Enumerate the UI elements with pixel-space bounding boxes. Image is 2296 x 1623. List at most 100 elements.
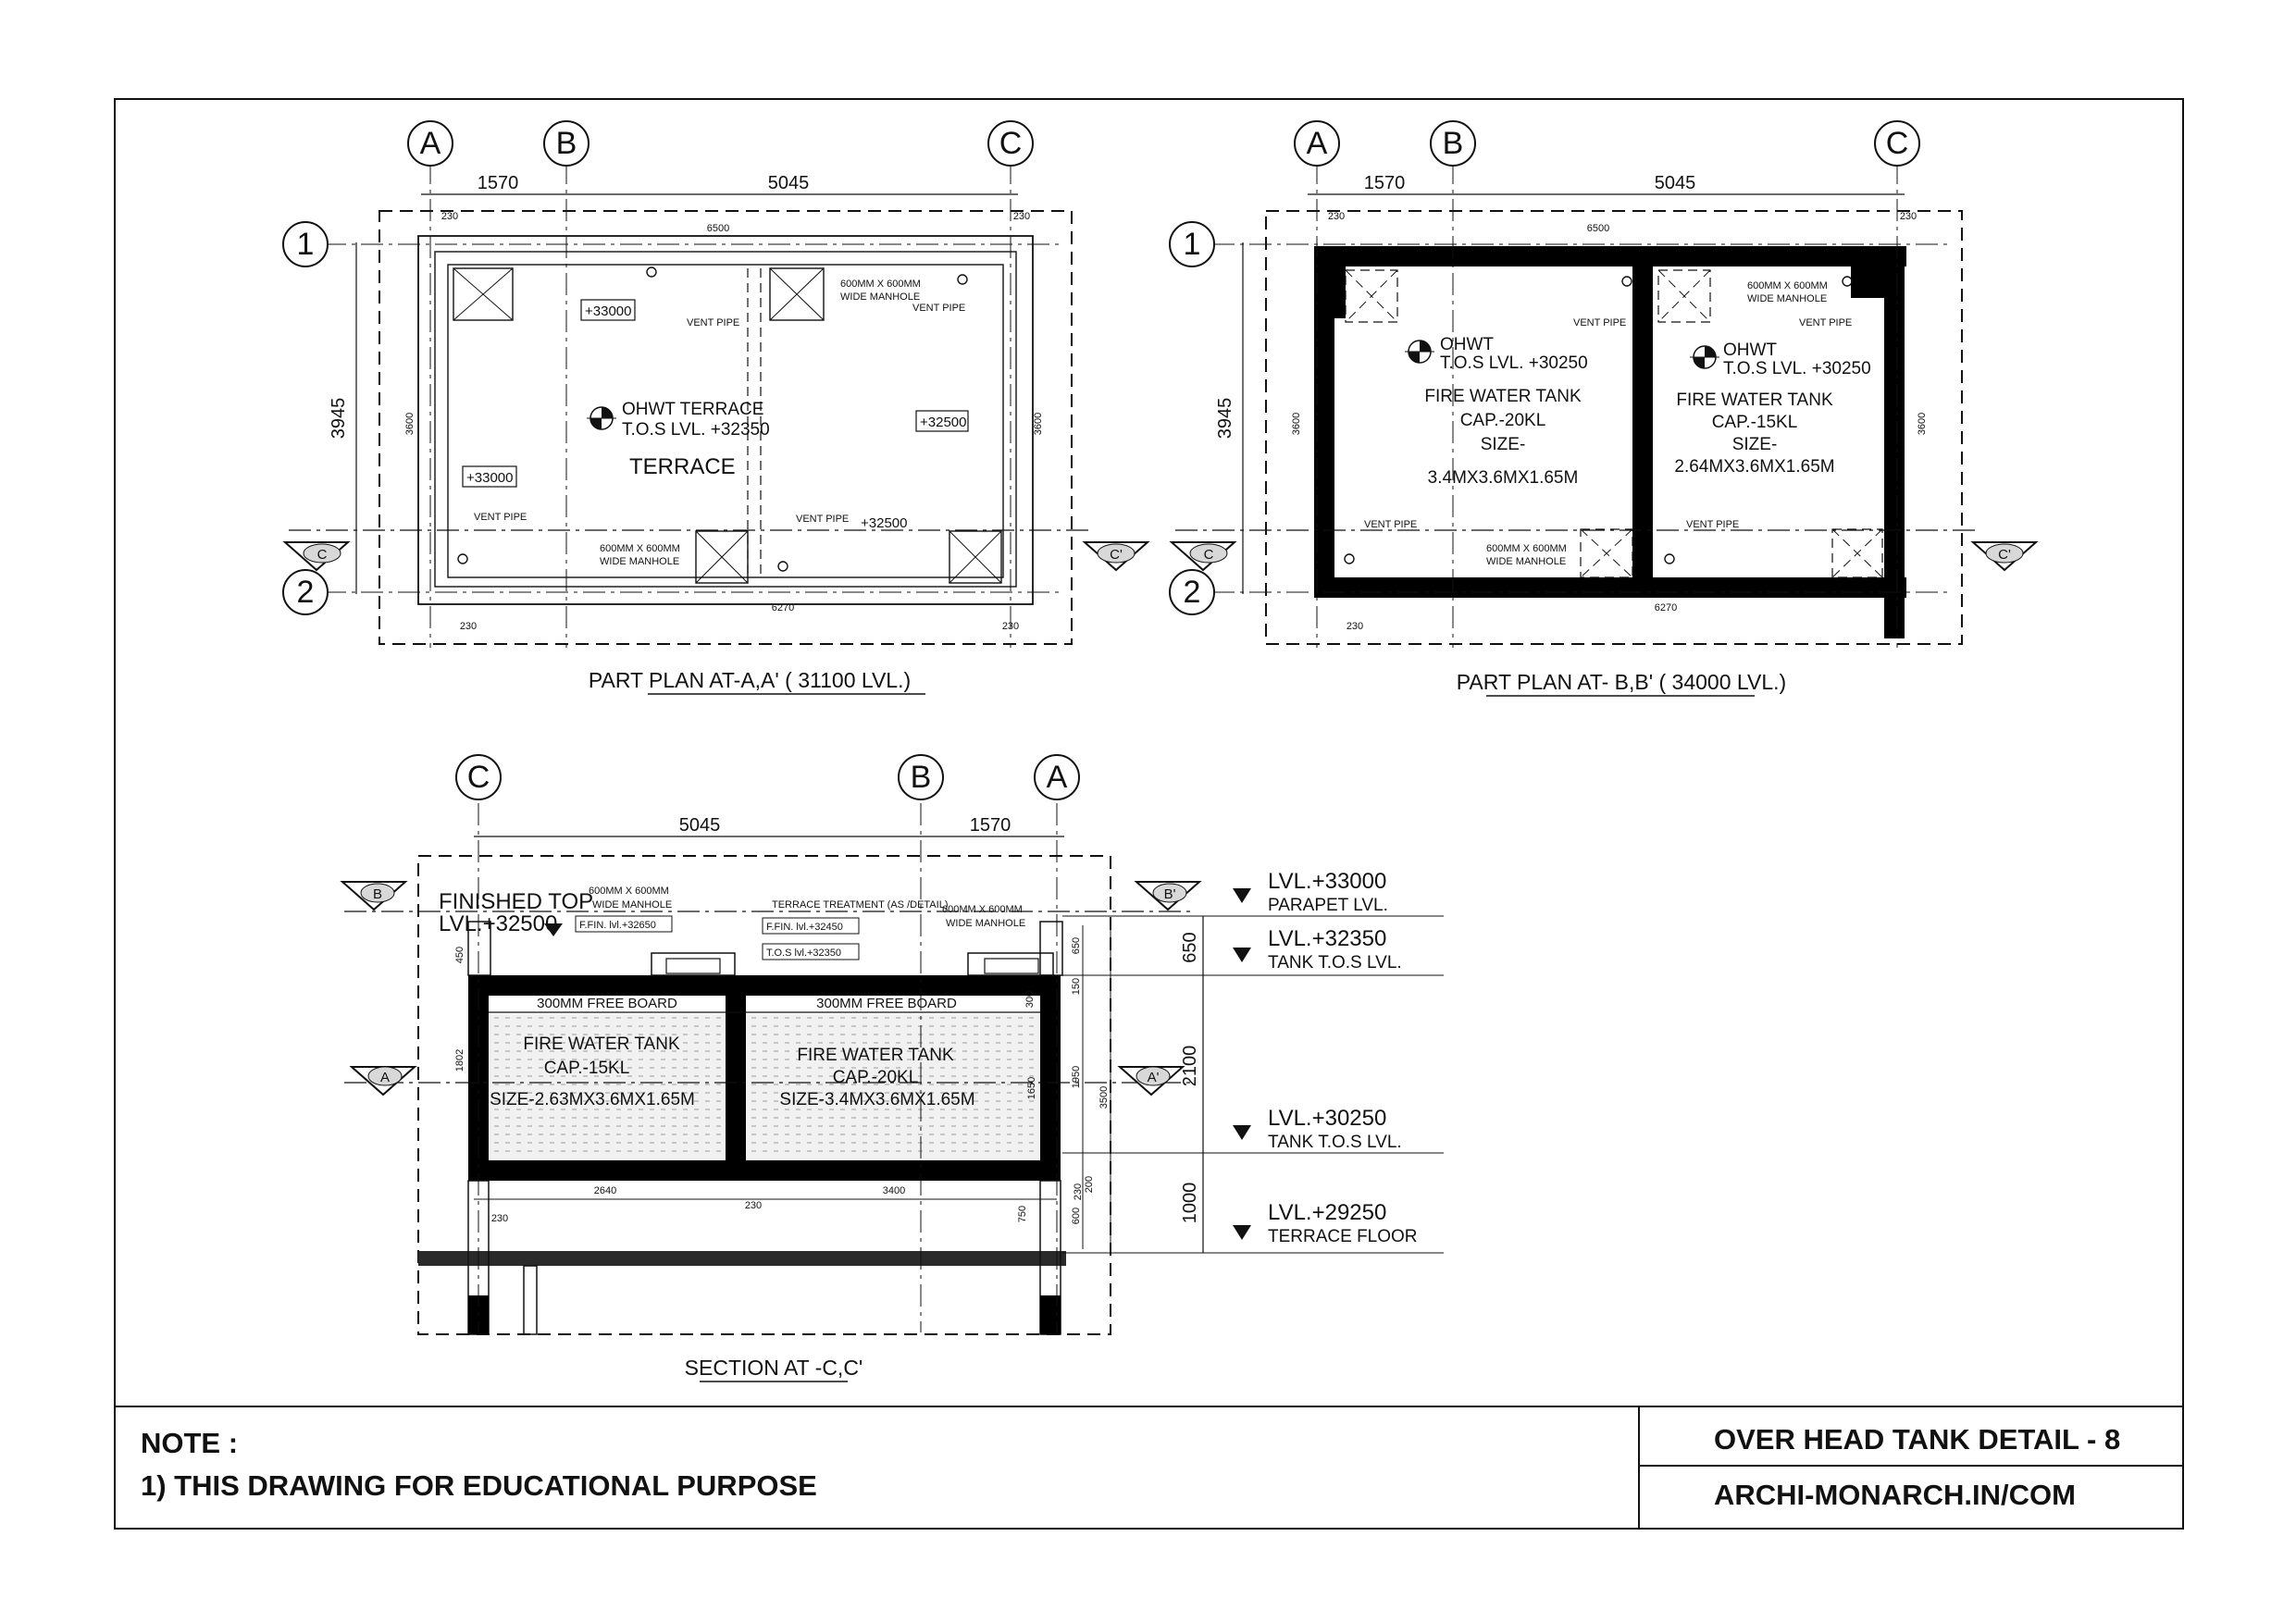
plan1-section-marker-c-prime: C' bbox=[1082, 541, 1150, 572]
plan2-tank1-size-label: SIZE- bbox=[1481, 435, 1526, 454]
svg-text:C: C bbox=[317, 547, 328, 563]
plan2-dim-230-a: 230 bbox=[1328, 211, 1345, 222]
plan1-dim-6270: 6270 bbox=[772, 602, 794, 613]
section-parapet-left bbox=[467, 921, 491, 976]
plan2-vent-2: VENT PIPE bbox=[1686, 519, 1739, 530]
section-tank-left-cap: CAP.-15KL bbox=[544, 1059, 630, 1078]
section-manhole-left-frame bbox=[651, 952, 736, 976]
section-ffin-32450-box bbox=[762, 917, 860, 935]
section-dim-650: 650 bbox=[1180, 932, 1200, 962]
plan1-terrace-lvl: T.O.S LVL. +32350 bbox=[622, 420, 770, 440]
plan1-lvl-32500-b: +32500 bbox=[861, 515, 907, 531]
plan2-ohwt-1: OHWT bbox=[1440, 335, 1494, 354]
section-marker-b-prime: B' bbox=[1134, 881, 1202, 911]
svg-text:1: 1 bbox=[1184, 227, 1201, 262]
plan2-tos-2: T.O.S LVL. +30250 bbox=[1723, 359, 1871, 378]
plan1-manhole-1 bbox=[453, 267, 514, 321]
plan1-lvl-32500-a: +32500 bbox=[920, 415, 966, 430]
section-manhole-right-lid bbox=[984, 958, 1039, 974]
section-level-arrows bbox=[544, 888, 1251, 1240]
plan2-tank2-cap: CAP.-15KL bbox=[1712, 413, 1798, 432]
section-tank-left-size: SIZE-2.63MX3.6MX1.65M bbox=[490, 1090, 695, 1109]
section-lvl-29250-label: TERRACE FLOOR bbox=[1268, 1227, 1418, 1246]
plan1-dim-230-c: 230 bbox=[460, 621, 477, 632]
plan1-caption: PART PLAN AT-A,A' ( 31100 LVL.) bbox=[589, 668, 911, 692]
section-level-lines bbox=[1062, 915, 1444, 1254]
plan2-dim-5045: 5045 bbox=[1655, 173, 1696, 193]
plan2-grid-bubble-a: A bbox=[1294, 120, 1340, 167]
svg-text:B: B bbox=[373, 886, 382, 902]
section-lvl-29250: LVL.+29250 bbox=[1268, 1200, 1386, 1225]
plan2-dim-6270: 6270 bbox=[1655, 602, 1677, 613]
plan1-manhole-3 bbox=[695, 530, 749, 584]
plan1-manhole-note-2b: WIDE MANHOLE bbox=[600, 556, 679, 567]
plan2-vent-4: VENT PIPE bbox=[1799, 317, 1852, 328]
plan1-vent-pipes bbox=[457, 266, 968, 572]
svg-text:B: B bbox=[556, 126, 577, 161]
section-marker-a-prime: A' bbox=[1117, 1066, 1185, 1096]
plan1-vent-1: VENT PIPE bbox=[687, 317, 739, 328]
plan1-dim-6500: 6500 bbox=[707, 223, 729, 234]
plan2-grid-bubble-b: B bbox=[1430, 120, 1476, 167]
plan1-manhole-4 bbox=[949, 530, 1002, 584]
svg-text:A: A bbox=[420, 126, 441, 161]
section-dim-750: 750 bbox=[1017, 1206, 1028, 1222]
section-dim-150: 150 bbox=[1071, 978, 1082, 995]
plan1-dim-1570: 1570 bbox=[478, 173, 519, 193]
section-wall-mid bbox=[726, 975, 746, 1181]
plan1-manhole-2 bbox=[769, 267, 825, 321]
note-1: 1) THIS DRAWING FOR EDUCATIONAL PURPOSE bbox=[141, 1469, 817, 1502]
plan2-dim-3600-l: 3600 bbox=[1291, 413, 1302, 435]
plan2-dim-1570: 1570 bbox=[1364, 173, 1406, 193]
section-outline bbox=[417, 855, 1111, 1335]
plan2-level-symbol-1 bbox=[1405, 340, 1434, 364]
plan2-manhole-note-2b: WIDE MANHOLE bbox=[1486, 556, 1566, 567]
plan1-dim-230-d: 230 bbox=[1002, 621, 1019, 632]
plan2-tank2-size-label: SIZE- bbox=[1732, 435, 1778, 454]
section-dim-2100: 2100 bbox=[1180, 1046, 1200, 1087]
section-lvl-33000: LVL.+33000 bbox=[1268, 869, 1386, 894]
plan2-manhole-note-2a: 600MM X 600MM bbox=[1486, 543, 1567, 554]
plan2-wall-left bbox=[1314, 246, 1334, 598]
section-lvl-32350: LVL.+32350 bbox=[1268, 926, 1386, 951]
section-column-mid bbox=[523, 1265, 538, 1335]
section-free-board-right: 300MM FREE BOARD bbox=[816, 996, 957, 1011]
section-dim-450: 450 bbox=[454, 947, 465, 963]
section-ffin-32650: F.FIN. lvl.+32650 bbox=[579, 920, 656, 931]
plan1-dim-230-a: 230 bbox=[441, 211, 458, 222]
svg-text:C: C bbox=[467, 760, 490, 795]
plan2-manhole-note-1a: 600MM X 600MM bbox=[1747, 280, 1828, 291]
section-marker-b: B bbox=[340, 881, 408, 911]
section-dim-3400: 3400 bbox=[883, 1185, 905, 1196]
svg-text:B': B' bbox=[1164, 886, 1176, 902]
plan2-dim-3945: 3945 bbox=[1215, 398, 1235, 440]
section-dim-1950: 1950 bbox=[1071, 1066, 1082, 1088]
section-dim-5045: 5045 bbox=[679, 815, 721, 836]
section-column-right-base bbox=[1040, 1295, 1061, 1334]
svg-text:B: B bbox=[911, 760, 932, 795]
plan2-dim-3600-r: 3600 bbox=[1917, 413, 1928, 435]
svg-text:1: 1 bbox=[297, 227, 315, 262]
section-tank-right-name: FIRE WATER TANK bbox=[797, 1046, 954, 1065]
plan1-dim-230-b: 230 bbox=[1013, 211, 1030, 222]
section-ffin-32450: F.FIN. lvl.+32450 bbox=[766, 922, 843, 933]
plan1-dim-3600-l: 3600 bbox=[404, 413, 416, 435]
plan1-grid-bubble-2: 2 bbox=[282, 569, 329, 615]
plan1-parapet-inner bbox=[434, 251, 1017, 588]
plan2-manhole-note-1b: WIDE MANHOLE bbox=[1747, 293, 1827, 304]
svg-text:C': C' bbox=[1110, 547, 1123, 563]
plan-1: 1570 5045 3945 6500 6270 3600 3600 230 2… bbox=[289, 162, 1092, 695]
section-grid-bubble-a: A bbox=[1034, 754, 1080, 800]
svg-text:A: A bbox=[380, 1070, 390, 1085]
section-finished-top-lvl: LVL.+32500 bbox=[439, 911, 557, 936]
section-dim-200: 200 bbox=[1084, 1176, 1095, 1193]
svg-text:A: A bbox=[1307, 126, 1328, 161]
plan2-section-marker-c: C bbox=[1169, 541, 1237, 572]
section-free-board-left: 300MM FREE BOARD bbox=[537, 996, 677, 1011]
plan2-dim-230-b: 230 bbox=[1900, 211, 1917, 222]
plan2-manhole-2 bbox=[1657, 269, 1711, 323]
plan1-terrace-title: OHWT TERRACE bbox=[622, 400, 763, 419]
section-tos-32350-box bbox=[762, 943, 860, 960]
plan2-vent-pipes bbox=[1344, 276, 1853, 564]
